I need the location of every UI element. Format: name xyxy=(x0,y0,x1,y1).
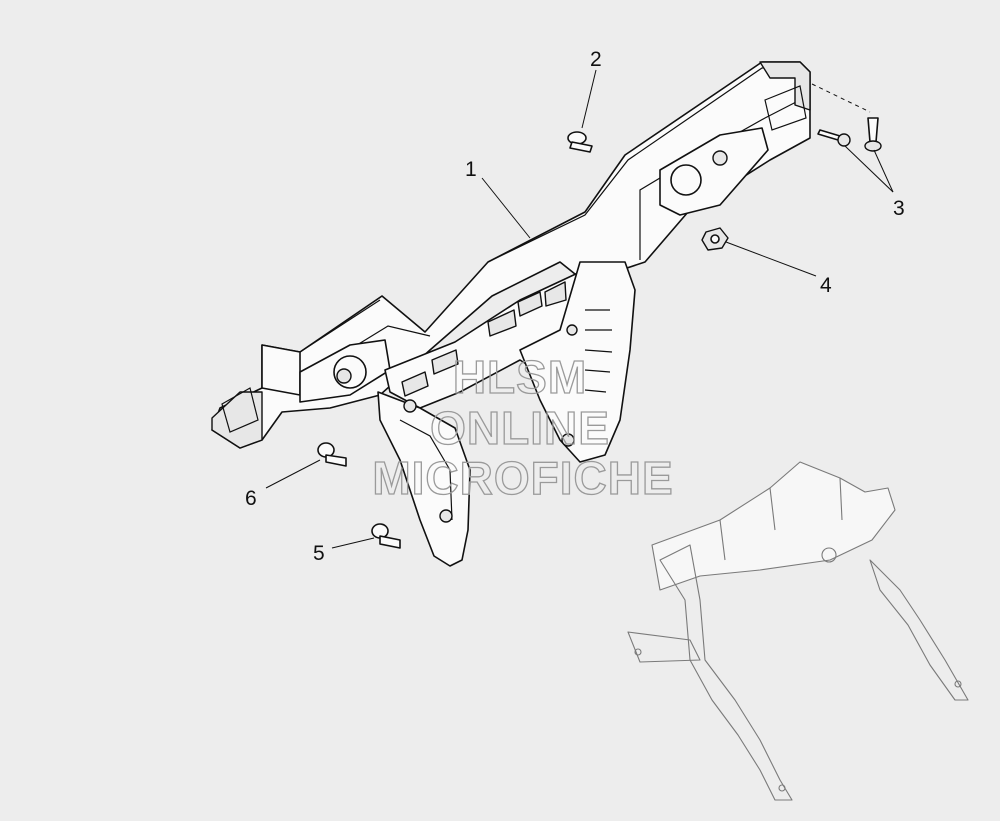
watermark-line-1: HLSM xyxy=(453,351,587,403)
screw-part-3b[interactable] xyxy=(864,117,882,152)
bolt-part-2[interactable] xyxy=(567,131,593,153)
nut-part-4[interactable] xyxy=(701,227,729,251)
callout-5: 5 xyxy=(313,542,325,565)
screw-part-3a[interactable] xyxy=(817,129,851,147)
bolt-part-6[interactable] xyxy=(317,442,347,467)
callout-6: 6 xyxy=(245,487,257,510)
watermark-line-3: MICROFICHE xyxy=(372,452,673,504)
leader-lines xyxy=(265,69,894,549)
callout-4: 4 xyxy=(820,274,832,297)
callout-2: 2 xyxy=(590,48,602,71)
callout-3: 3 xyxy=(893,197,905,220)
watermark: HLSM ONLINE MICROFICHE xyxy=(372,350,674,504)
callout-1: 1 xyxy=(465,158,477,181)
reference-frame-ghost xyxy=(627,461,969,801)
watermark-line-2: ONLINE xyxy=(430,402,610,454)
rear-frame-part-1[interactable] xyxy=(211,61,811,567)
bolt-part-5[interactable] xyxy=(371,523,401,549)
